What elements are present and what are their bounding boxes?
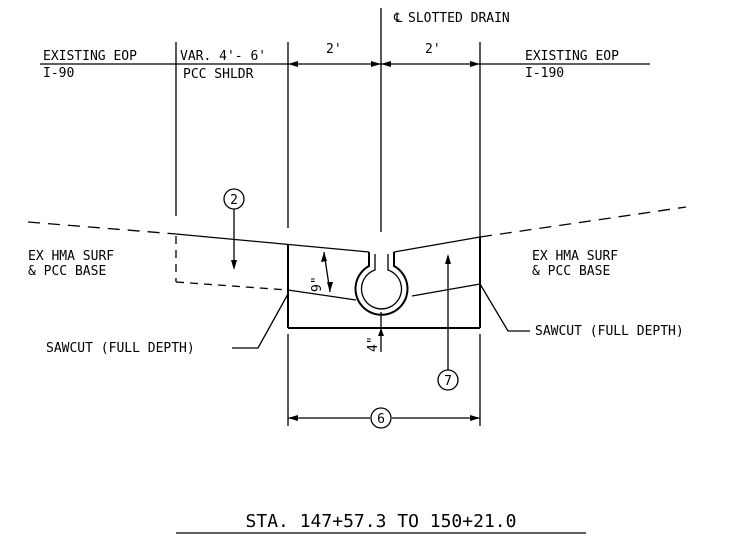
callout-2-number: 2 — [230, 193, 238, 208]
right-surface-line — [393, 236, 481, 253]
dim-arrow — [288, 415, 298, 421]
dim-arrow — [371, 61, 381, 67]
dim-arrow — [327, 282, 333, 292]
centerline-symbol: ℄ — [393, 11, 403, 26]
shoulder-width-label: VAR. 4'- 6' — [180, 49, 266, 64]
dim-arrow — [378, 328, 384, 336]
callout-6-bubble — [370, 407, 392, 429]
dim-arrow — [470, 61, 480, 67]
dim-right-2ft-label: 2' — [425, 42, 441, 57]
left-surface-line — [175, 233, 370, 253]
left-surface-dashed — [27, 221, 177, 235]
sawcut-left-leader — [232, 293, 289, 349]
dim-left-2ft-label: 2' — [326, 42, 342, 57]
dim-arrow — [321, 252, 327, 262]
dim-arrow — [288, 61, 298, 67]
centerline-label: SLOTTED DRAIN — [408, 11, 510, 26]
right-base-line — [411, 283, 481, 297]
sawcut-right-label: SAWCUT (FULL DEPTH) — [535, 324, 684, 339]
slotted-drain-pipe-inner — [360, 254, 403, 310]
station-title: STA. 147+57.3 TO 150+21.0 — [246, 511, 517, 532]
callout-6-number: 6 — [377, 412, 385, 427]
right-base-label: & PCC BASE — [532, 264, 610, 279]
left-eop-route: I-90 — [43, 66, 74, 81]
left-base-dashed — [175, 281, 289, 291]
sawcut-right-leader — [479, 283, 530, 332]
left-base-line — [287, 289, 357, 301]
left-eop-label: EXISTING EOP — [43, 49, 137, 64]
left-surface-label: EX HMA SURF — [28, 249, 114, 264]
depth-9in-label: 9" — [310, 276, 325, 292]
left-base-label: & PCC BASE — [28, 264, 106, 279]
callout-7-number: 7 — [444, 374, 452, 389]
right-eop-route: I-190 — [525, 66, 564, 81]
dim-arrow — [381, 61, 391, 67]
depth-4in-label: 4" — [366, 336, 381, 352]
right-eop-label: EXISTING EOP — [525, 49, 619, 64]
right-surface-dashed — [479, 206, 687, 238]
slotted-drain-pipe — [354, 252, 409, 316]
sawcut-left-label: SAWCUT (FULL DEPTH) — [46, 341, 195, 356]
dim-arrow — [470, 415, 480, 421]
shoulder-type-label: PCC SHLDR — [183, 67, 254, 82]
callout-2-arrow — [231, 260, 237, 270]
right-surface-label: EX HMA SURF — [532, 249, 618, 264]
callout-7-arrow — [445, 254, 451, 264]
